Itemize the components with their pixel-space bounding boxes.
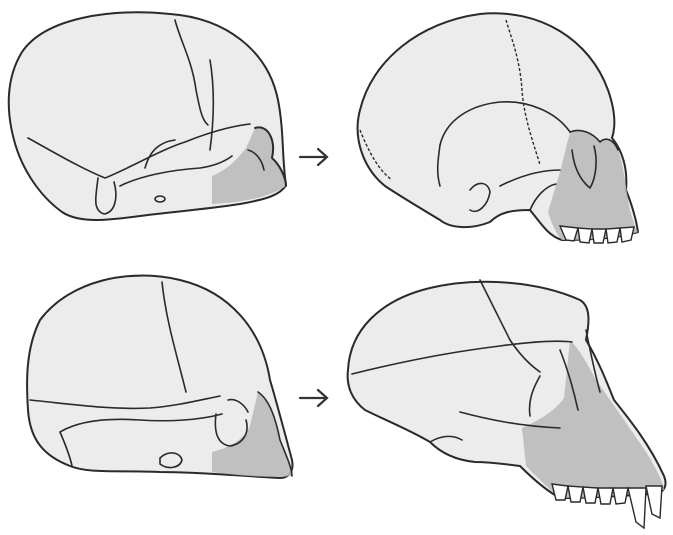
top-adult-skull — [358, 13, 638, 240]
top-arrow-icon — [300, 149, 327, 165]
bottom-infant-skull — [27, 276, 292, 478]
bottom-adult-teeth — [552, 484, 662, 528]
bottom-arrow-icon — [300, 390, 327, 406]
top-adult-teeth — [560, 226, 634, 243]
bottom-adult-skull — [348, 280, 666, 498]
top-infant-skull — [9, 12, 286, 220]
